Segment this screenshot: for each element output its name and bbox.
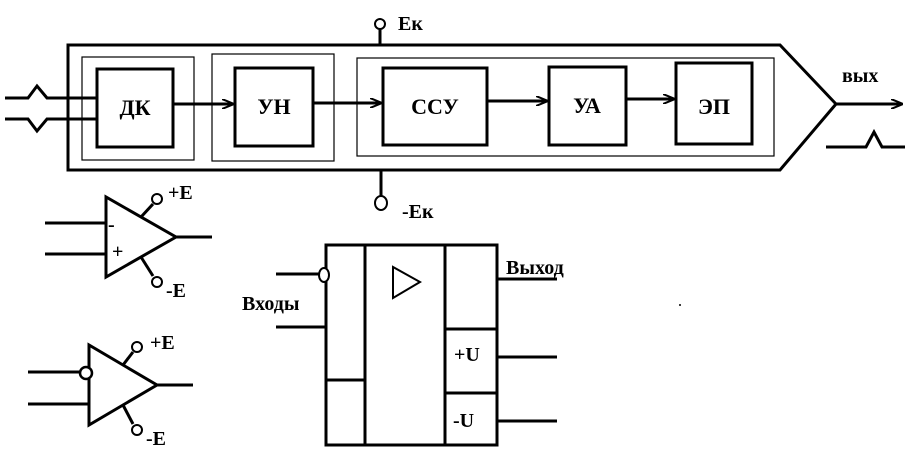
opamp-symbol-1: - + +E -E bbox=[45, 182, 212, 302]
block-ep bbox=[674, 61, 754, 146]
supply-neg-terminal bbox=[374, 195, 388, 211]
opamp-2-supply-pos-label: +E bbox=[150, 332, 175, 354]
opamp-2-supply-neg-label: -E bbox=[146, 428, 166, 450]
block-un bbox=[233, 66, 315, 148]
opamp-3-pin-neg-label: -U bbox=[453, 410, 474, 432]
pulse-symbol bbox=[826, 128, 905, 149]
opamp-2-supply-pos-wire bbox=[121, 351, 135, 366]
group-frame-dk bbox=[81, 56, 195, 161]
block-dk bbox=[95, 67, 175, 149]
supply-pos-label: Ек bbox=[398, 13, 423, 35]
opamp-3-inputs-label: Входы bbox=[242, 293, 300, 315]
block-un-label: УН bbox=[257, 94, 290, 119]
opamp-2-supply-neg-wire bbox=[121, 404, 135, 425]
group-frame-un bbox=[211, 53, 335, 162]
block-ua-label: УА bbox=[573, 93, 601, 118]
input-line-bottom bbox=[5, 117, 97, 134]
opamp-2-supply-pos-terminal bbox=[131, 341, 143, 353]
opamp-2-inversion-bubble bbox=[78, 365, 94, 381]
opamp-symbol-3: Входы Выход +U -U bbox=[242, 243, 564, 447]
group-frame-output bbox=[356, 57, 775, 157]
opamp-3-pin-pos-label: +U bbox=[454, 344, 480, 366]
opamp-1-supply-pos-terminal bbox=[151, 193, 163, 205]
block-dk-label: ДК bbox=[119, 95, 150, 120]
block-ssu bbox=[381, 66, 489, 147]
amplifier-housing bbox=[66, 43, 839, 172]
supply-pos-terminal bbox=[374, 18, 386, 30]
opamp-1-supply-pos-label: +E bbox=[168, 182, 193, 204]
supply-neg-label: -Ек bbox=[402, 201, 434, 223]
opamp-1-supply-neg-wire bbox=[139, 256, 155, 277]
opamp-1-supply-neg-label: -E bbox=[166, 280, 186, 302]
opamp-1-supply-neg-terminal bbox=[151, 276, 163, 288]
block-diagram: ДК УН ССУ УА ЭП вых Ек -Ек bbox=[5, 13, 905, 223]
opamp-2-triangle bbox=[87, 342, 160, 428]
block-ssu-label: ССУ bbox=[411, 94, 459, 119]
opamp-symbol-2: +E -E bbox=[28, 332, 193, 450]
input-line-top bbox=[5, 83, 97, 100]
opamp-3-amplifier-triangle-icon bbox=[392, 265, 423, 300]
block-ua bbox=[547, 65, 628, 147]
opamp-3-output-label: Выход bbox=[506, 257, 564, 279]
output-label: вых bbox=[842, 65, 878, 87]
opamp-1-triangle bbox=[104, 194, 180, 280]
opamp-2-supply-neg-terminal bbox=[131, 424, 143, 436]
opamp-1-supply-pos-wire bbox=[139, 202, 155, 219]
opamp-3-body bbox=[324, 243, 499, 447]
opamp-1-minus-sign: - bbox=[108, 214, 115, 236]
opamp-3-inversion-bubble bbox=[318, 267, 330, 283]
stray-dot bbox=[679, 304, 681, 306]
opamp-1-plus-sign: + bbox=[112, 241, 123, 263]
block-ep-label: ЭП bbox=[698, 94, 730, 119]
